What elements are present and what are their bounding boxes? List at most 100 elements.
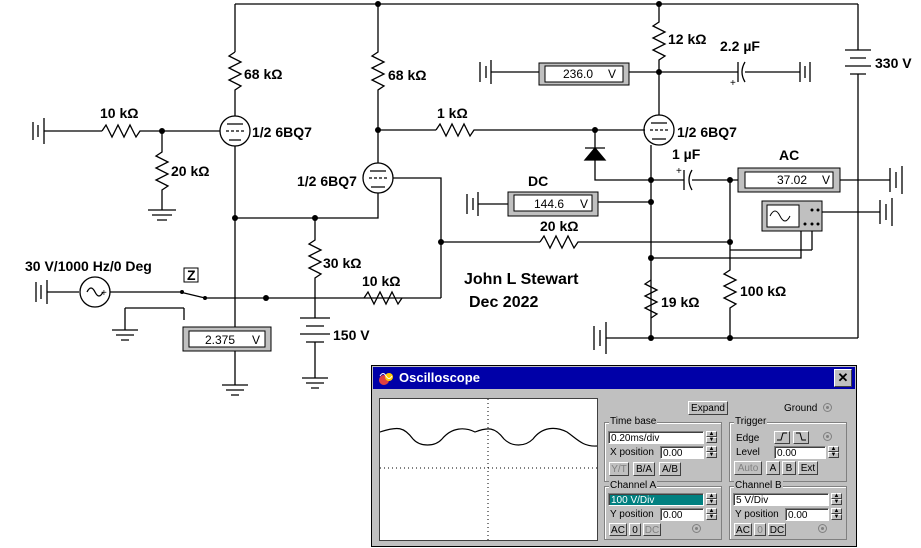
tube-right-label: 1/2 6BQ7 <box>677 124 737 140</box>
channel-b-ac-button[interactable]: AC <box>734 523 752 536</box>
channel-a-ypos-spinner[interactable]: ▲▼ <box>706 508 717 521</box>
voltmeter-2375[interactable] <box>182 326 272 352</box>
trigger-a-button[interactable]: A <box>766 461 780 475</box>
tube-left-label: 1/2 6BQ7 <box>252 124 312 140</box>
resistor-19k[interactable] <box>643 279 659 319</box>
capacitor-1uf-label: 1 µF <box>672 146 701 162</box>
tube-right-6bq7[interactable] <box>643 114 675 146</box>
switch-key-box[interactable] <box>183 267 199 283</box>
switch-ground <box>112 307 185 341</box>
trigger-level-spinner[interactable]: ▲▼ <box>828 446 839 459</box>
diode[interactable] <box>583 130 651 181</box>
battery-330v-label: 330 V <box>875 55 912 71</box>
voltmeter-ac-label: AC <box>779 147 799 163</box>
oscilloscope-window[interactable]: Oscilloscope ✕ Expand Ground Time base 0… <box>371 365 857 547</box>
ac-source[interactable]: + <box>79 276 111 308</box>
battery-150v[interactable] <box>300 317 330 389</box>
resistor-10k-input[interactable] <box>101 123 220 139</box>
channel-b-ypos-field[interactable]: 0.00 <box>785 508 829 521</box>
trigger-level-field[interactable]: 0.00 <box>774 446 826 459</box>
timebase-xpos-field[interactable]: 0.00 <box>660 446 704 459</box>
voltmeter-dc-label: DC <box>528 173 548 189</box>
edge-falling-button[interactable] <box>793 431 809 444</box>
ground-terminal[interactable] <box>823 403 832 412</box>
resistor-68k-mid-label: 68 kΩ <box>388 67 426 83</box>
ab-button[interactable]: A/B <box>659 462 681 476</box>
battery-150v-label: 150 V <box>333 327 370 343</box>
resistor-12k-label: 12 kΩ <box>668 31 706 47</box>
capacitor-1uf[interactable] <box>682 168 694 192</box>
resistor-1k[interactable] <box>435 122 645 138</box>
voltmeter-2375-value: 2.375 <box>205 333 235 347</box>
resistor-20k-grid-label: 20 kΩ <box>171 163 209 179</box>
resistor-20k-fb-label: 20 kΩ <box>540 218 578 234</box>
resistor-1k-label: 1 kΩ <box>437 105 468 121</box>
trigger-edge-label: Edge <box>736 433 760 444</box>
resistor-68k-mid[interactable] <box>370 4 386 130</box>
channel-a-ypos-label: Y position <box>610 509 654 520</box>
close-button[interactable]: ✕ <box>834 369 852 387</box>
tube-mid-6bq7[interactable] <box>362 162 394 194</box>
capacitor-22uf[interactable] <box>736 60 748 84</box>
edge-rising-button[interactable] <box>774 431 790 444</box>
voltmeter-236[interactable] <box>538 62 630 86</box>
timebase-group <box>604 422 722 482</box>
channel-b-zero-button[interactable]: 0 <box>754 523 766 536</box>
resistor-20k-grid[interactable] <box>148 131 176 221</box>
yt-button[interactable]: Y/T <box>609 462 629 476</box>
resistor-12k[interactable] <box>651 4 667 72</box>
channel-a-terminal[interactable] <box>692 524 701 533</box>
switch-key-label: Z <box>187 267 196 283</box>
voltmeter-ac-unit: V <box>822 173 830 187</box>
resistor-10k-fb[interactable] <box>363 290 403 306</box>
ac-source-label: 30 V/1000 Hz/0 Deg <box>25 258 152 274</box>
channel-b-label: Channel B <box>734 480 783 491</box>
channel-a-group <box>604 486 722 540</box>
channel-a-scale-spinner[interactable]: ▲▼ <box>706 493 717 506</box>
timebase-field[interactable]: 0.20ms/div <box>608 431 704 444</box>
channel-a-scale-field[interactable]: 100 V/Div <box>608 493 704 506</box>
oscilloscope-app-icon <box>379 373 393 385</box>
timebase-spinner[interactable]: ▲▼ <box>706 431 717 444</box>
timebase-label: Time base <box>609 416 658 427</box>
channel-b-ypos-spinner[interactable]: ▲▼ <box>831 508 842 521</box>
channel-b-scale-spinner[interactable]: ▲▼ <box>831 493 842 506</box>
trigger-label: Trigger <box>734 416 768 427</box>
channel-a-zero-button[interactable]: 0 <box>629 523 641 536</box>
tube-left-6bq7[interactable] <box>219 115 251 147</box>
trigger-auto-button[interactable]: Auto <box>734 461 762 475</box>
resistor-68k-left-label: 68 kΩ <box>244 66 282 82</box>
resistor-30k[interactable] <box>307 218 323 318</box>
voltmeter-ac[interactable] <box>737 167 841 193</box>
trigger-b-button[interactable]: B <box>782 461 796 475</box>
voltmeter-236-value: 236.0 <box>563 67 593 81</box>
voltmeter-ac-value: 37.02 <box>777 173 807 187</box>
oscilloscope-instrument-icon[interactable] <box>761 200 823 232</box>
channel-b-ypos-label: Y position <box>735 509 779 520</box>
tube-mid-label: 1/2 6BQ7 <box>297 173 357 189</box>
channel-b-terminal[interactable] <box>818 524 827 533</box>
trigger-ext-terminal[interactable] <box>823 432 832 441</box>
resistor-100k[interactable] <box>722 180 738 338</box>
resistor-10k-fb-label: 10 kΩ <box>362 273 400 289</box>
channel-a-ypos-field[interactable]: 0.00 <box>660 508 704 521</box>
timebase-xpos-spinner[interactable]: ▲▼ <box>706 446 717 459</box>
battery-330v[interactable] <box>845 4 871 338</box>
resistor-68k-left[interactable] <box>227 51 243 116</box>
ba-button[interactable]: B/A <box>633 462 655 476</box>
expand-button[interactable]: Expand <box>688 401 728 415</box>
channel-b-group <box>729 486 847 540</box>
oscilloscope-titlebar[interactable]: Oscilloscope ✕ <box>373 367 855 389</box>
svg-text:+: + <box>676 166 682 177</box>
resistor-20k-fb[interactable] <box>539 234 730 250</box>
trigger-ext-button[interactable]: Ext <box>798 461 818 475</box>
channel-a-ac-button[interactable]: AC <box>609 523 627 536</box>
capacitor-22uf-label: 2.2 µF <box>720 38 760 54</box>
channel-a-dc-button[interactable]: DC <box>643 523 661 536</box>
voltmeter-dc-unit: V <box>580 197 588 211</box>
voltmeter-dc[interactable] <box>507 191 599 217</box>
voltmeter-236-unit: V <box>608 67 616 81</box>
channel-b-scale-field[interactable]: 5 V/Div <box>733 493 829 506</box>
channel-b-dc-button[interactable]: DC <box>768 523 786 536</box>
